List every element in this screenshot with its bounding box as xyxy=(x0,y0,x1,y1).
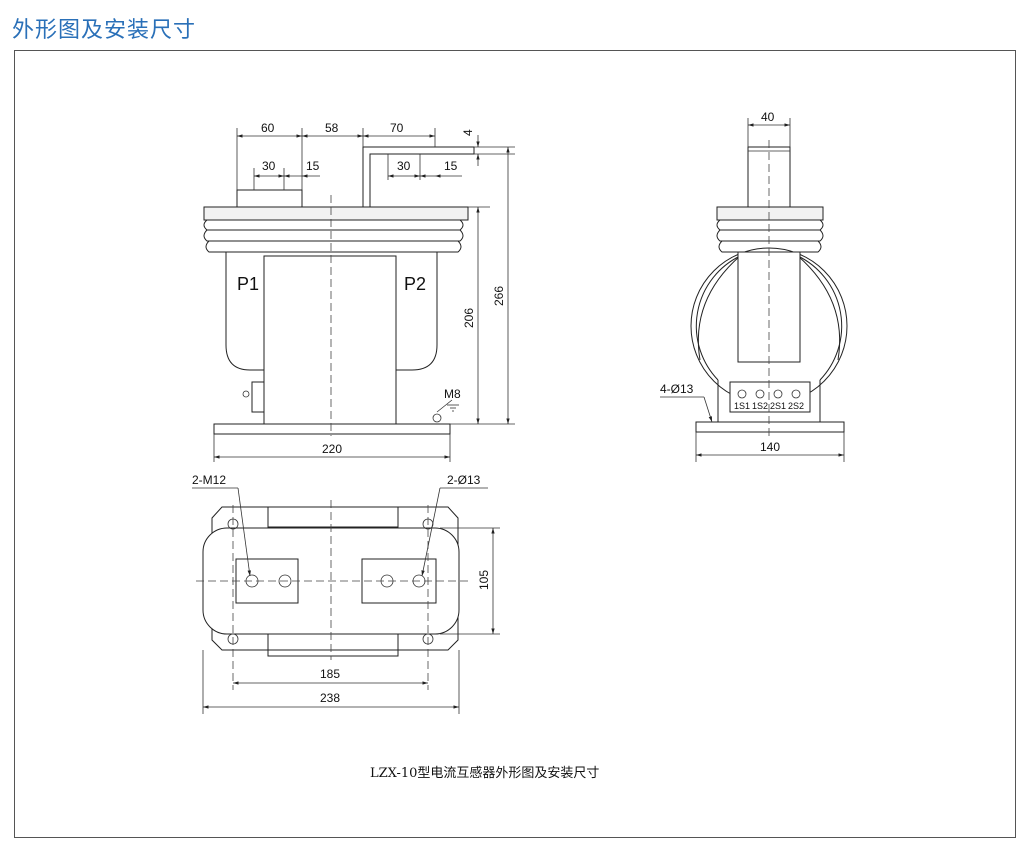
dim-30-left: 30 xyxy=(262,159,276,173)
side-core-window xyxy=(737,251,801,363)
dim-40: 40 xyxy=(761,110,775,124)
ground-bolt-label: M8 xyxy=(444,387,461,401)
side-top-flange xyxy=(716,206,824,221)
label-4-holes: 4-Ø13 xyxy=(660,382,694,396)
dim-185: 185 xyxy=(320,667,340,681)
label-p2: P2 xyxy=(404,274,426,294)
drawing-caption: LZX-10型电流互感器外形图及安装尺寸 xyxy=(370,765,599,781)
dim-15-right: 15 xyxy=(444,159,458,173)
terminal-2s2: 2S2 xyxy=(788,401,804,411)
side-base-plate xyxy=(695,421,845,433)
dim-140: 140 xyxy=(760,440,780,454)
front-terminal-p1-block xyxy=(236,189,303,208)
dim-4: 4 xyxy=(461,129,475,136)
dim-105: 105 xyxy=(477,570,491,590)
label-2-holes: 2-Ø13 xyxy=(447,473,481,487)
front-terminal-p2-bar xyxy=(362,146,475,207)
drawing-frame xyxy=(14,50,1016,838)
dim-238: 238 xyxy=(320,691,340,705)
dim-70: 70 xyxy=(390,121,404,135)
front-core-window xyxy=(263,255,397,425)
dim-266: 266 xyxy=(492,286,506,306)
terminal-1s1: 1S1 xyxy=(734,401,750,411)
ground-bolt-icon xyxy=(432,413,442,423)
front-top-flange xyxy=(203,206,469,221)
terminal-1s2: 1S2 xyxy=(752,401,768,411)
dim-206: 206 xyxy=(462,308,476,328)
side-view: 1S1 1S2 2S1 2S2 40 140 4-Ø13 xyxy=(660,110,848,462)
terminal-2s1: 2S1 xyxy=(770,401,786,411)
dim-60: 60 xyxy=(261,121,275,135)
top-view: 2-M12 2-Ø13 105 185 238 xyxy=(192,473,500,714)
dim-30-right: 30 xyxy=(397,159,411,173)
label-2-m12: 2-M12 xyxy=(192,473,226,487)
front-view: P1 P2 M8 60 58 70 4 30 15 xyxy=(203,121,515,462)
dim-15-left: 15 xyxy=(306,159,320,173)
side-terminal-box xyxy=(729,381,811,413)
page-title: 外形图及安装尺寸 xyxy=(12,18,197,43)
front-base-plate xyxy=(213,423,451,435)
label-p1: P1 xyxy=(237,274,259,294)
dim-220: 220 xyxy=(322,442,342,456)
dim-58: 58 xyxy=(325,121,339,135)
